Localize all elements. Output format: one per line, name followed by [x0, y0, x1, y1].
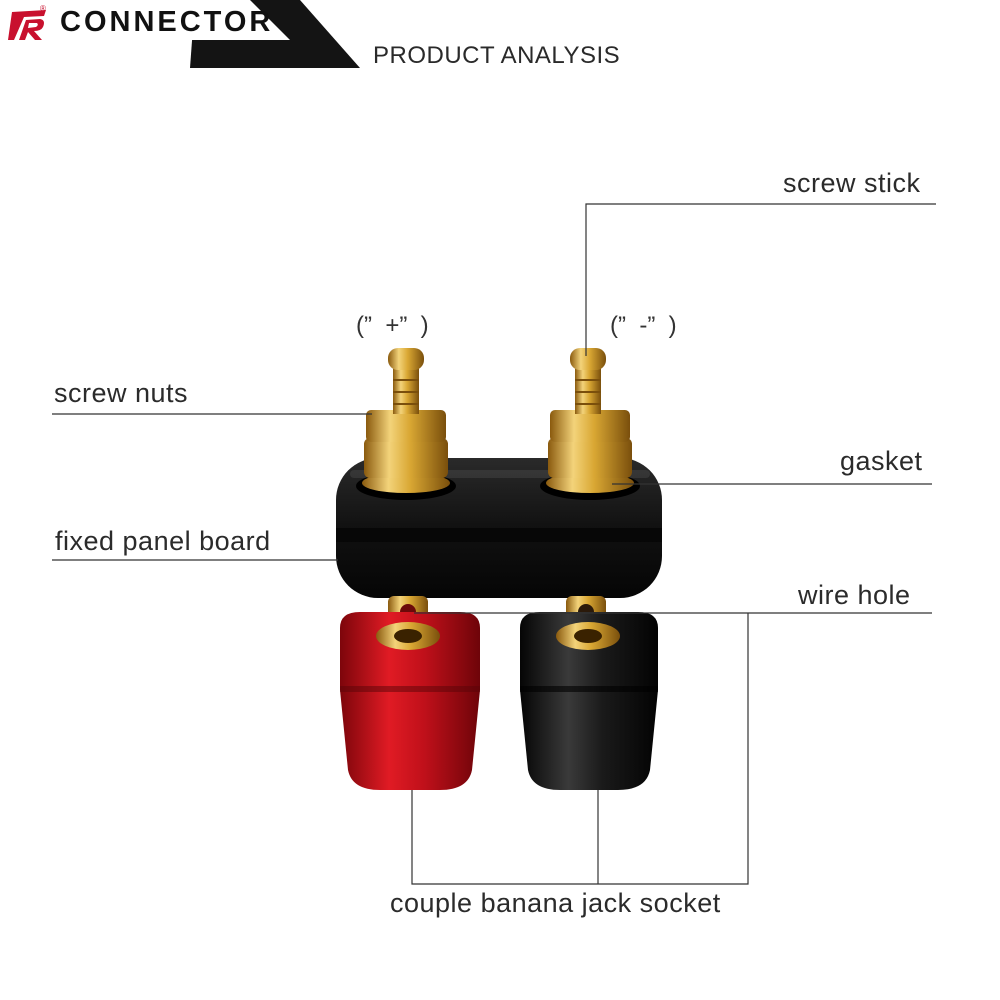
red-banana-socket-shape — [340, 612, 480, 790]
negative-polarity-label: (” -” ) — [610, 312, 677, 339]
label-screw-stick: screw stick — [783, 168, 921, 198]
leader-lines — [52, 203, 936, 885]
registered-mark: ® — [40, 4, 46, 13]
header-banner-shape — [0, 0, 360, 68]
page-subtitle: PRODUCT ANALYSIS — [373, 42, 621, 69]
brand-name: CONNECTOR — [60, 6, 274, 38]
screw-stick-leader-line — [585, 203, 936, 356]
label-couple-banana-jack-socket: couple banana jack socket — [390, 888, 721, 918]
label-screw-nuts: screw nuts — [54, 378, 189, 408]
label-wire-hole: wire hole — [798, 580, 911, 610]
brand-logo-icon — [8, 10, 46, 40]
negative-terminal-shape — [540, 348, 640, 500]
header: ® CONNECTOR PRODUCT ANALYSIS — [0, 0, 1000, 80]
positive-polarity-label: (” +” ) — [356, 312, 429, 339]
banana-socket-leader-line — [411, 613, 749, 885]
black-banana-socket-shape — [520, 612, 658, 790]
positive-terminal-shape — [356, 348, 456, 500]
label-fixed-panel-board: fixed panel board — [55, 526, 271, 556]
label-gasket: gasket — [840, 446, 923, 476]
